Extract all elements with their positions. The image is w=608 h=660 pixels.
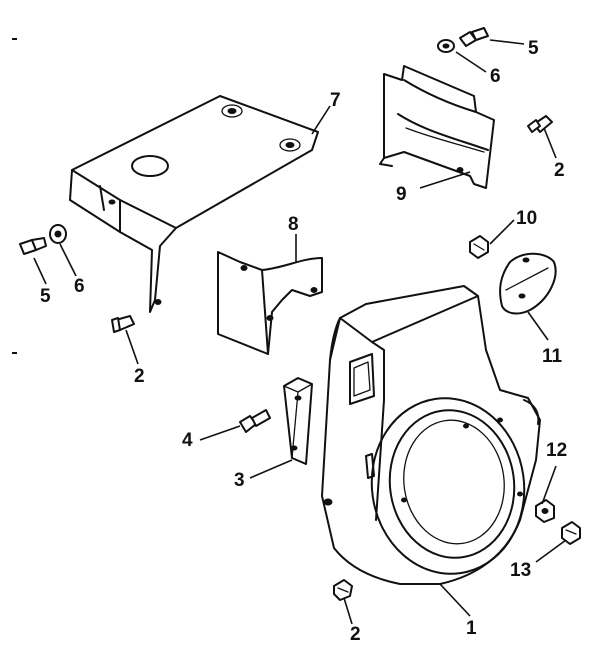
callout-2-right: 2 [554,160,565,181]
part-8-shield-plate [217,251,323,355]
callout-6-left: 6 [74,276,85,297]
callout-5-left: 5 [40,286,51,307]
part-2-screw-left [111,315,135,333]
part-9-air-baffle [379,65,495,189]
part-5-screw-left [19,237,47,255]
callout-2-bottom: 2 [350,624,361,645]
callout-6-top: 6 [490,66,501,87]
part-10-screw [469,235,489,259]
part-6-washer-top [437,39,455,53]
part-6-washer-left [49,224,67,244]
part-7-top-cover [69,95,319,313]
part-12-nut [535,499,555,523]
callout-7: 7 [330,90,341,111]
callout-8: 8 [288,214,299,235]
callout-9: 9 [396,184,407,205]
part-1-blower-housing [321,285,541,585]
leader-lines [33,39,567,625]
part-5-screw-top [459,27,489,47]
callout-4: 4 [182,430,193,451]
part-3-bracket [283,377,313,465]
callout-13: 13 [510,560,531,581]
callout-12: 12 [546,440,567,461]
scan-marks [12,38,17,354]
part-2-screw-right [527,115,553,133]
part-2-screw-bottom [333,579,353,601]
callout-5-top: 5 [528,38,539,59]
callout-11: 11 [542,346,563,367]
part-13-screw [561,521,581,545]
callout-1: 1 [466,618,477,639]
callout-2-left: 2 [134,366,145,387]
part-4-screw [239,409,271,433]
callout-10: 10 [516,208,537,229]
part-11-cover-disc [499,252,557,315]
callout-3: 3 [234,470,245,491]
callout-labels: 5 6 7 2 9 10 8 5 6 11 2 4 3 12 13 1 2 [40,38,567,645]
